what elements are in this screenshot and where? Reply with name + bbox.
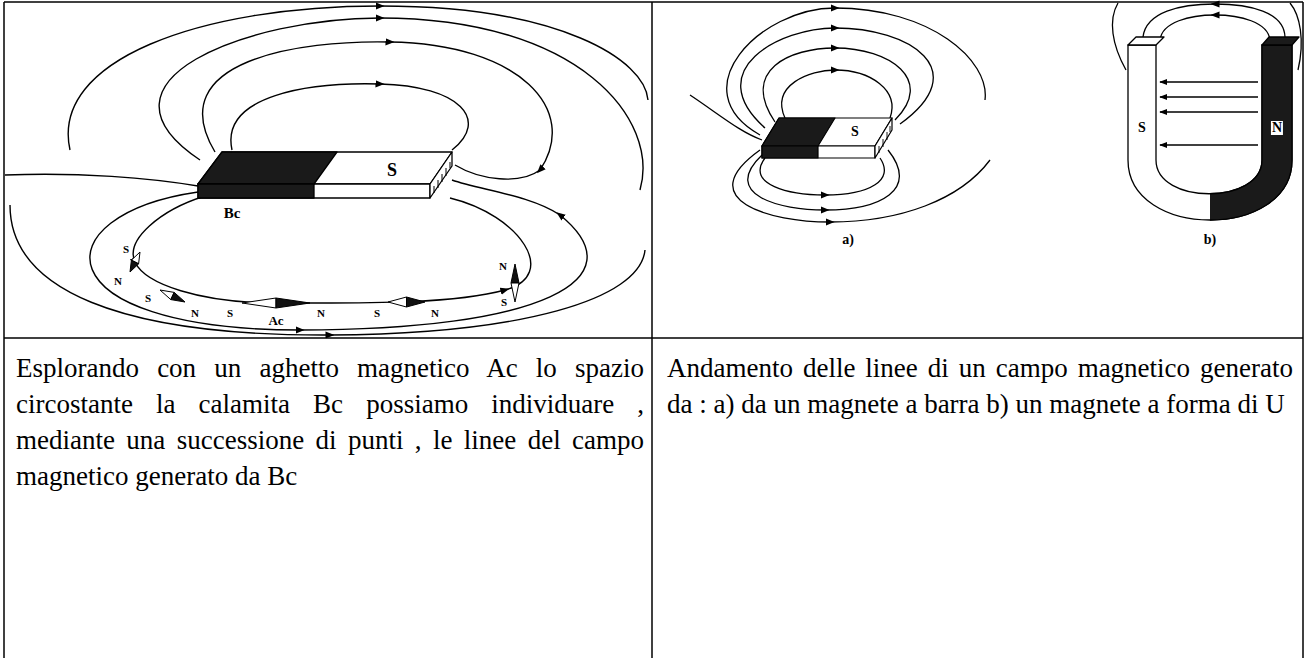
pole-label: S	[386, 161, 398, 179]
table-border	[4, 1, 1303, 3]
hatch-line	[442, 174, 443, 182]
needle-north	[407, 297, 426, 307]
field-line	[10, 205, 645, 335]
u-magnet	[1128, 37, 1299, 220]
field-line	[748, 150, 900, 210]
field-line	[231, 84, 468, 150]
table-border	[1302, 2, 1304, 658]
field-line	[690, 95, 762, 140]
magnet-top	[762, 118, 892, 146]
table-border	[3, 2, 5, 658]
pole-label: N	[1271, 121, 1283, 135]
field-lines	[5, 6, 648, 335]
needle-south	[388, 297, 407, 307]
field-line	[133, 196, 530, 303]
field-line	[727, 8, 986, 135]
magnet-north-half	[198, 152, 337, 184]
needle-label: N	[430, 308, 440, 319]
magnet-north-half	[762, 146, 818, 158]
needle-north	[130, 260, 139, 272]
hatch-line	[883, 139, 884, 147]
hatch-line	[879, 146, 880, 153]
needle-label: N	[498, 261, 508, 272]
magnet-name: Bc	[223, 206, 242, 221]
compass-needles	[130, 252, 519, 308]
field-line	[782, 70, 892, 118]
field-line	[1143, 4, 1285, 37]
hatch-line	[446, 168, 447, 176]
field-arrow	[1160, 144, 1258, 145]
needle-label: N	[190, 308, 200, 319]
u-top-face	[1128, 37, 1164, 45]
needle-label: S	[226, 308, 234, 319]
pole-label: S	[1137, 121, 1147, 135]
magnet-front	[762, 146, 875, 158]
magnet-north-half	[198, 184, 314, 198]
field-line	[763, 48, 910, 122]
hatch-line	[887, 132, 888, 140]
needle-north	[511, 264, 519, 283]
magnet-north-half	[762, 118, 835, 146]
needle-south	[511, 283, 519, 302]
table-border	[4, 337, 1303, 339]
field-arrows	[1160, 82, 1258, 145]
needle-label: N	[113, 276, 123, 287]
field-line	[733, 150, 990, 222]
bar-magnet	[762, 118, 892, 158]
bar-magnet	[198, 152, 452, 198]
u-top-face	[1262, 37, 1299, 45]
field-line	[760, 158, 884, 195]
magnet-side	[430, 152, 452, 198]
field-line	[159, 18, 643, 190]
figure-letter: b)	[1203, 233, 1217, 247]
u-body	[1128, 45, 1292, 220]
field-line	[1160, 15, 1270, 40]
caption: Andamento delle linee di un campo magnet…	[667, 350, 1293, 422]
needle-north	[171, 292, 185, 302]
field-arrow	[1160, 111, 1258, 112]
field-line	[68, 6, 648, 150]
needle-label: N	[316, 308, 326, 319]
field-lines	[690, 8, 990, 222]
magnet-top	[198, 152, 452, 184]
needle-north	[276, 298, 310, 308]
field-arrow	[1160, 81, 1258, 82]
hatch-line	[890, 126, 891, 132]
needle-label: S	[500, 297, 508, 308]
hatch-line	[450, 162, 451, 168]
hatch-line	[438, 180, 439, 188]
needle-south	[242, 298, 276, 308]
figure-letter: a)	[841, 233, 855, 247]
field-line	[1112, 3, 1126, 70]
magnet-front	[198, 184, 430, 198]
hatch-line	[434, 186, 435, 193]
field-line	[741, 28, 934, 128]
hatch	[879, 126, 890, 153]
needle-name: Ac	[267, 314, 284, 327]
table-border	[651, 2, 653, 658]
needle-label: S	[122, 244, 130, 255]
caption: Esplorando con un aghetto magnetico Ac l…	[16, 350, 644, 494]
field-line	[90, 180, 587, 330]
u-north-half	[1210, 45, 1292, 220]
table-grid	[4, 2, 1303, 658]
needle-label: S	[373, 308, 381, 319]
pole-label: S	[850, 125, 860, 139]
magnet-side	[875, 118, 892, 158]
hatch	[434, 162, 450, 193]
field-arrow	[1160, 96, 1258, 97]
needle-label: S	[144, 293, 152, 304]
field-line	[5, 174, 198, 186]
